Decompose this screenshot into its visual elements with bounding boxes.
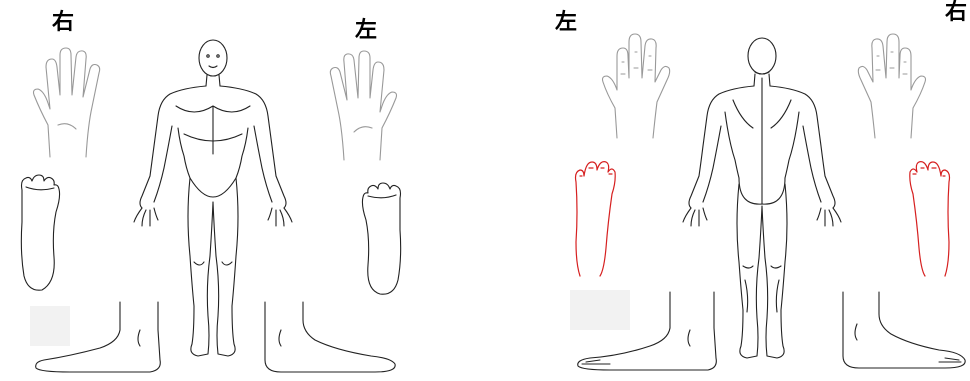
back-right-foot-top[interactable] (905, 152, 955, 280)
back-right-foot-side[interactable] (835, 290, 970, 380)
front-left-hand[interactable] (312, 48, 402, 163)
back-left-side-label: 左 (555, 12, 577, 34)
front-body-figure[interactable] (128, 36, 298, 362)
front-right-sole[interactable] (14, 172, 64, 294)
back-right-side-label: 右 (945, 2, 967, 24)
front-left-sole[interactable] (360, 180, 408, 298)
front-right-side-label: 右 (52, 12, 74, 34)
back-body-figure[interactable] (677, 34, 847, 362)
back-right-hand[interactable] (845, 28, 935, 140)
back-view-panel: 左 右 (545, 0, 970, 381)
back-left-hand[interactable] (595, 28, 685, 140)
front-view-panel: 右 左 (0, 0, 420, 381)
front-right-hand[interactable] (30, 45, 120, 160)
back-left-foot-top[interactable] (570, 152, 620, 280)
front-left-side-label: 左 (355, 20, 377, 42)
